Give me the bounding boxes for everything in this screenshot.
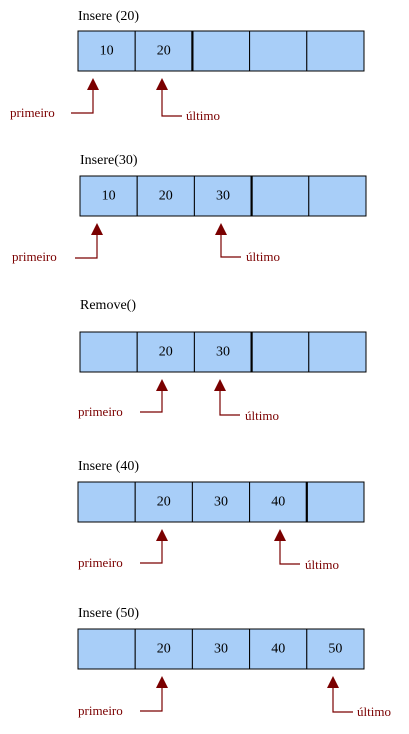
- cell-value: 30: [214, 642, 228, 657]
- queue-step: Insere (50) 20 30 40 50 primeiro último: [77, 606, 391, 719]
- last-pointer-arrowhead: [274, 529, 286, 541]
- last-pointer: último: [156, 78, 220, 123]
- queue-cell: [193, 331, 253, 373]
- last-pointer-label: último: [305, 557, 339, 572]
- first-pointer: primeiro: [78, 379, 168, 419]
- first-pointer-line: [71, 90, 94, 114]
- first-pointer-arrowhead: [87, 78, 99, 90]
- last-pointer-line: [220, 235, 241, 258]
- cell-value: 20: [157, 44, 171, 59]
- cell-value: 30: [216, 345, 230, 360]
- queue-cell: [191, 30, 251, 72]
- queue-cell: [77, 481, 136, 523]
- queue-step: Insere (40) 20 30 40 primeiro último: [77, 459, 365, 572]
- queue-cell: [306, 628, 365, 670]
- cell-value: 20: [159, 189, 173, 204]
- step-title: Insere (20): [78, 9, 139, 24]
- first-pointer-arrowhead: [91, 223, 103, 235]
- queue-step: Remove() 20 30 primeiro último: [78, 298, 367, 423]
- queue-cell: [134, 30, 193, 72]
- first-pointer-line: [140, 688, 163, 712]
- cell-value: 50: [328, 642, 342, 657]
- last-pointer: último: [274, 529, 339, 572]
- queue-cell: [308, 331, 367, 373]
- queue-cell: [134, 628, 193, 670]
- last-pointer-label: último: [246, 249, 280, 264]
- last-pointer-label: último: [245, 408, 279, 423]
- first-pointer: primeiro: [78, 676, 168, 718]
- cell-value: 40: [271, 495, 285, 510]
- last-pointer-line: [279, 541, 300, 565]
- step-title: Insere (40): [78, 459, 139, 474]
- first-pointer-label: primeiro: [12, 249, 57, 264]
- queue-cell: [136, 331, 195, 373]
- last-pointer-line: [332, 688, 353, 713]
- cell-value: 30: [216, 189, 230, 204]
- first-pointer-arrowhead: [156, 529, 168, 541]
- cell-value: 10: [102, 189, 116, 204]
- last-pointer-arrowhead: [156, 78, 168, 90]
- first-pointer-line: [140, 391, 163, 413]
- first-pointer-label: primeiro: [78, 703, 123, 718]
- last-pointer: último: [215, 223, 280, 264]
- queue-cell: [251, 331, 310, 373]
- cell-value: 20: [157, 642, 171, 657]
- first-pointer-arrowhead: [156, 676, 168, 688]
- cell-value: 20: [157, 495, 171, 510]
- first-pointer: primeiro: [78, 529, 168, 570]
- last-pointer: último: [327, 676, 391, 719]
- last-pointer-line: [161, 90, 182, 117]
- queue-cell: [77, 628, 136, 670]
- last-pointer-line: [219, 391, 240, 416]
- last-pointer: último: [214, 379, 279, 423]
- queue-cell: [308, 175, 367, 217]
- last-pointer-arrowhead: [327, 676, 339, 688]
- queue-cell: [249, 30, 308, 72]
- queue-step: Insere (20) 10 20 primeiro último: [10, 9, 365, 123]
- first-pointer-arrowhead: [156, 379, 168, 391]
- queue-cell: [79, 175, 138, 217]
- queue-cell: [191, 481, 251, 523]
- cell-value: 20: [159, 345, 173, 360]
- first-pointer-line: [75, 235, 98, 259]
- first-pointer: primeiro: [10, 78, 99, 120]
- first-pointer: primeiro: [12, 223, 103, 264]
- cell-value: 40: [271, 642, 285, 657]
- queue-cell: [134, 481, 193, 523]
- queue-cell: [249, 481, 308, 523]
- queue-cell: [77, 30, 136, 72]
- queue-cell: [251, 175, 310, 217]
- queue-cell: [306, 481, 365, 523]
- step-title: Insere(30): [80, 153, 138, 168]
- queue-cell: [249, 628, 308, 670]
- last-pointer-arrowhead: [214, 379, 226, 391]
- first-pointer-label: primeiro: [78, 404, 123, 419]
- cell-value: 10: [100, 44, 114, 59]
- first-pointer-label: primeiro: [10, 105, 55, 120]
- first-pointer-line: [140, 541, 163, 564]
- last-pointer-label: último: [357, 704, 391, 719]
- queue-cell: [79, 331, 138, 373]
- first-pointer-label: primeiro: [78, 555, 123, 570]
- queue-step: Insere(30) 10 20 30 primeiro último: [12, 153, 367, 264]
- last-pointer-label: último: [186, 108, 220, 123]
- queue-cell: [191, 628, 251, 670]
- last-pointer-arrowhead: [215, 223, 227, 235]
- step-title: Remove(): [80, 298, 136, 313]
- queue-cell: [306, 30, 365, 72]
- step-title: Insere (50): [78, 606, 139, 621]
- cell-value: 30: [214, 495, 228, 510]
